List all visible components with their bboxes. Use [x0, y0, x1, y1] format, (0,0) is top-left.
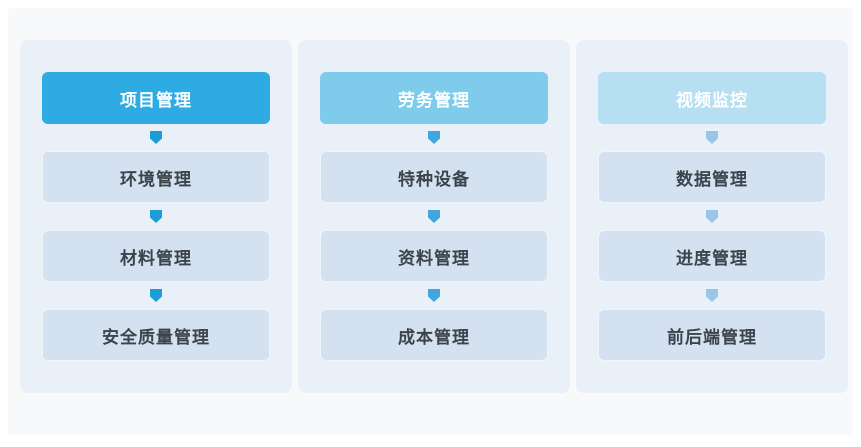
node-special-equipment: 特种设备	[320, 151, 548, 203]
node-header-labor-management: 劳务管理	[320, 72, 548, 124]
node-progress-management: 进度管理	[598, 230, 826, 282]
arrow-down-icon	[150, 210, 162, 223]
arrow-slot	[598, 124, 826, 151]
arrow-slot	[42, 282, 270, 309]
arrow-down-icon	[706, 289, 718, 302]
arrow-down-icon	[150, 131, 162, 144]
arrow-down-icon	[428, 131, 440, 144]
node-document-management: 资料管理	[320, 230, 548, 282]
arrow-slot	[320, 203, 548, 230]
node-material-management: 材料管理	[42, 230, 270, 282]
node-header-project-management: 项目管理	[42, 72, 270, 124]
column-video-monitoring: 视频监控 数据管理 进度管理 前后端管理	[576, 40, 848, 393]
arrow-down-icon	[428, 289, 440, 302]
arrow-slot	[42, 203, 270, 230]
arrow-down-icon	[706, 210, 718, 223]
arrow-slot	[598, 282, 826, 309]
column-project-management: 项目管理 环境管理 材料管理 安全质量管理	[20, 40, 292, 393]
arrow-down-icon	[150, 289, 162, 302]
node-frontend-backend-management: 前后端管理	[598, 309, 826, 361]
node-environment-management: 环境管理	[42, 151, 270, 203]
arrow-slot	[598, 203, 826, 230]
node-safety-quality-management: 安全质量管理	[42, 309, 270, 361]
arrow-slot	[320, 282, 548, 309]
arrow-down-icon	[706, 131, 718, 144]
diagram-columns: 项目管理 环境管理 材料管理 安全质量管理 劳务管理 特种设备 资	[20, 40, 848, 393]
arrow-slot	[320, 124, 548, 151]
node-header-video-monitoring: 视频监控	[598, 72, 826, 124]
node-cost-management: 成本管理	[320, 309, 548, 361]
diagram-canvas: 项目管理 环境管理 材料管理 安全质量管理 劳务管理 特种设备 资	[8, 8, 853, 435]
arrow-slot	[42, 124, 270, 151]
arrow-down-icon	[428, 210, 440, 223]
column-labor-management: 劳务管理 特种设备 资料管理 成本管理	[298, 40, 570, 393]
node-data-management: 数据管理	[598, 151, 826, 203]
